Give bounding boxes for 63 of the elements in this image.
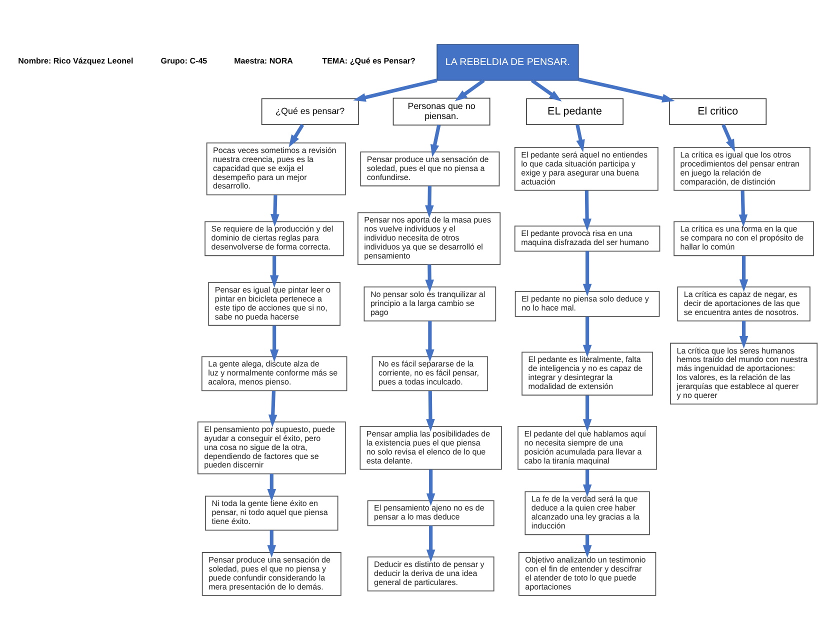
node-box: La fe de la verdad será la que deduce a la quien cree haber alcanzado una ley gracias a la inducción xyxy=(524,491,650,536)
arrow xyxy=(267,474,276,502)
arrow xyxy=(739,320,748,349)
arrow xyxy=(425,186,434,218)
arrow xyxy=(268,390,278,428)
arrow xyxy=(582,470,592,498)
arrow xyxy=(578,78,675,103)
node-box: Pensar nos aporta de la masa pues nos vuelve individuos y el individuo necesita de otros individuos ya que se desarrolló el pensamiento xyxy=(358,212,501,265)
node-box: Pensar produce una sensación de soledad, pues el que no piensa a confundirse. xyxy=(360,151,500,186)
arrow xyxy=(739,256,748,292)
arrow xyxy=(582,316,592,358)
node-box: Deducir es distinto de pensar y deducir la deriva de una idea general de particulares. xyxy=(367,556,494,592)
arrow xyxy=(426,470,436,506)
label: Grupo: C-45 xyxy=(160,56,208,66)
arrow xyxy=(267,530,276,558)
node-box: Pensar produce una sensación de soledad, pues el que no piensa y puede confundir considerando la mera presentación de lo demás. xyxy=(202,552,342,596)
arrow xyxy=(288,124,304,148)
node-box: El pedante del que hablamos aquí no necesita siempre de una posición acumulada para llevar a cabo la tiranía maquinal xyxy=(518,426,658,470)
arrow xyxy=(426,390,435,432)
node-box: El pedante provoca risa en una maquina disfrazada del ser humano xyxy=(514,226,660,252)
label: Nombre: Rico Vázquez Leonel xyxy=(18,56,134,66)
node-box: La crítica que los seres humanos hemos traído del mundo con nuestra más ingenuidad de aportaciones: los valores, es la relación de las jerarquías que establece al querer y no querer xyxy=(670,342,818,404)
node-box: La crítica es una forma en la que se compara no con el propósito de hallar lo común xyxy=(674,221,814,256)
node-box: La crítica es capaz de negar, es decir de aportaciones de las que se encuentra antes de nosotros. xyxy=(677,286,810,322)
node-box: Ni toda la gente tiene éxito en pensar, ni todo aquel que piensa tiene éxito. xyxy=(205,496,338,531)
node-box: Se requiere de la producción y del dominio de ciertas reglas para desenvolverse de forma correcta. xyxy=(204,221,344,256)
arrow xyxy=(426,526,436,562)
node-box: No es fácil separarse de la corriente, no es fácil pensar, pues a todas inculcado. xyxy=(372,356,488,392)
node-box: El pensamiento ajeno no es de pensar a lo mas deduce xyxy=(367,500,494,526)
arrow xyxy=(582,251,592,296)
node-box: La gente alega, discute alza de luz y normalmente conforme más se acalora, menos pienso. xyxy=(201,356,348,392)
label: Maestra: NORA xyxy=(234,56,294,66)
arrow xyxy=(426,320,434,362)
node-box: Objetivo analizando un testimonio con el fin de entender y descifrar el atender de toto lo que puede aportaciones xyxy=(518,552,656,596)
label: TEMA: ¿Qué es Pensar? xyxy=(322,56,416,66)
node-box: El pedante es literalmente, falta de inteligencia y no es capaz de integrar y desintegrar la modalidad de extensión xyxy=(522,352,654,396)
arrow xyxy=(738,190,748,228)
node-box: LA REBELDIA DE PENSAR. xyxy=(436,44,579,81)
arrow xyxy=(454,79,485,102)
node-box: Personas que no piensan. xyxy=(392,98,490,126)
node-box: Pensar es igual que pintar leer o pintar en bicicleta pertenece a este tipo de acciones que si no, sabe no pueda hacerse xyxy=(208,282,340,326)
node-box: Pocas veces sometimos a revisión nuestra creencia, pues es la capacidad que se exija el desempeño para un mejor desarrollo. xyxy=(206,142,346,196)
arrow xyxy=(270,256,279,288)
arrow xyxy=(270,195,280,227)
node-box: Pensar amplia las posibilidades de la existencia pues el que piensa no solo revisa el elenco de lo que esta delante. xyxy=(360,426,502,470)
arrow xyxy=(582,534,592,558)
node-box: El critico xyxy=(669,98,767,126)
node-box: El pedante no piensa solo deduce y no lo hace mal. xyxy=(514,290,660,317)
arrow xyxy=(582,190,592,232)
arrow xyxy=(582,396,592,432)
arrow xyxy=(576,124,585,152)
node-box: El pedante será aquel no entiendes lo que cada situación participa y exige y para asegurar una buena actuación xyxy=(514,146,658,191)
arrow xyxy=(425,264,434,292)
arrow xyxy=(430,124,441,158)
node-box: La crítica es igual que los otros procedimientos del pensar entran en juego la relación de comparación, de distinción xyxy=(674,146,810,191)
node-box: No pensar solo es tranquilizar al principio a la larga cambio se pago xyxy=(364,286,496,322)
node-box: EL pedante xyxy=(526,98,624,126)
arrow xyxy=(530,79,562,102)
node-box: El pensamiento por supuesto, puede ayudar a conseguir el éxito, pero una cosa no sigue de la otra, dependiendo de factores que se pueden discernir xyxy=(197,422,346,474)
arrow xyxy=(722,124,736,152)
node-box: ¿Qué es pensar? xyxy=(261,98,359,126)
arrow xyxy=(270,326,279,362)
arrow xyxy=(353,78,438,102)
